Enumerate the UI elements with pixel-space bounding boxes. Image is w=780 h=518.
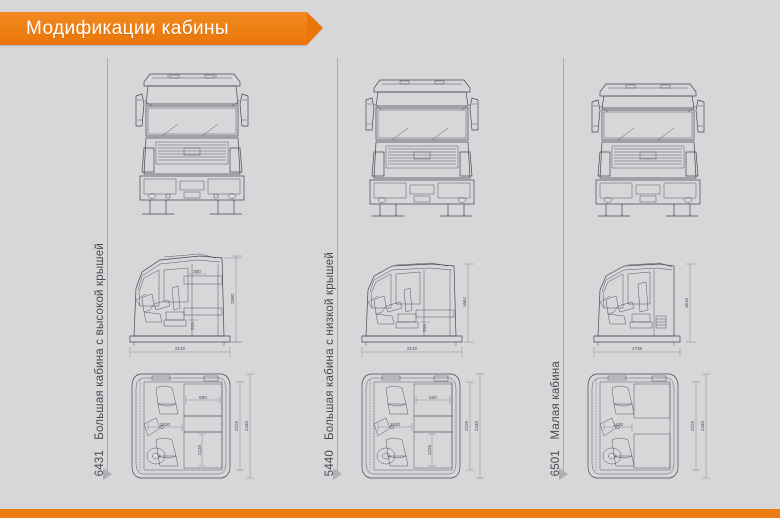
plan-inner-overall-dim: 2225 [464, 420, 469, 431]
column-label-group: 6501 Малая кабина [550, 216, 564, 476]
plan-inner-overall-dim: 2225 [234, 420, 239, 431]
truck-front-view-6501 [578, 76, 718, 222]
cab-code-label: 6501 [550, 449, 562, 476]
cab-name-label: Большая кабина с низкой крышей [324, 251, 336, 440]
column-label-group: 6431 Большая кабина с высокой крышей [94, 216, 108, 476]
cab-side-view-6431: 2130 1980 300 515 [126, 250, 266, 362]
page-title: Модификации кабины [26, 17, 229, 39]
cab-plan-view-5440: 1830 620 2225 2225 2440 [356, 370, 498, 488]
column-divider [337, 58, 338, 476]
side-height-dim: 1610 [684, 297, 689, 308]
side-width-dim: 2130 [407, 346, 418, 351]
plan-outer-overall-dim: 2440 [474, 420, 479, 431]
cab-name-label: Большая кабина с высокой крышей [94, 242, 106, 440]
side-width-dim: 2130 [175, 346, 186, 351]
plan-outer-overall-dim: 2440 [244, 420, 249, 431]
cab-name-label: Малая кабина [550, 361, 562, 440]
plan-outer-overall-dim: 2440 [700, 420, 705, 431]
plan-inner-overall-dim: 2225 [690, 420, 695, 431]
cab-column-5440: 5440 Большая кабина с низкой крышей [324, 58, 526, 490]
plan-inner-width-dim: 1830 [390, 422, 401, 427]
side-height-dim: 1980 [230, 293, 235, 304]
column-arrow-icon [333, 468, 342, 480]
plan-bunk-top-dim: 620 [429, 395, 437, 400]
side-inner-bottom-dim: 515 [422, 324, 427, 332]
cab-column-6501: 6501 Малая кабина [550, 58, 742, 490]
column-divider [563, 58, 564, 476]
side-inner-top-dim: 300 [193, 269, 201, 274]
column-label-group: 5440 Большая кабина с низкой крышей [324, 216, 338, 476]
cab-column-6431: 6431 Большая кабина с высокой крышей [94, 58, 296, 490]
side-inner-bottom-dim: 515 [190, 322, 195, 330]
column-arrow-icon [559, 468, 568, 480]
plan-bunk-side-dim: 2225 [427, 444, 432, 455]
column-divider [107, 58, 108, 476]
cab-side-view-6501: 1735 1610 [588, 258, 724, 362]
cab-code-label: 5440 [324, 449, 336, 476]
cab-side-view-5440: 2130 1662 515 [358, 256, 498, 362]
banner-notch-icon [307, 12, 323, 45]
truck-front-view-6431 [122, 60, 262, 220]
plan-bunk-top-dim: 600 [199, 395, 207, 400]
truck-front-view-5440 [352, 70, 492, 220]
plan-bunk-side-dim: 2225 [197, 444, 202, 455]
cab-plan-view-6501: 1430 2225 2440 [582, 370, 724, 488]
plan-inner-width-dim: 1830 [160, 422, 171, 427]
plan-inner-width-dim: 1430 [613, 422, 624, 427]
side-height-dim: 1662 [462, 296, 467, 307]
column-arrow-icon [103, 468, 112, 480]
side-width-dim: 1735 [632, 346, 643, 351]
header-banner: Модификации кабины [0, 12, 323, 45]
footer-accent-bar [0, 509, 780, 518]
cab-plan-view-6431: 1830 600 2225 2225 2440 [126, 370, 268, 488]
cab-code-label: 6431 [94, 449, 106, 476]
